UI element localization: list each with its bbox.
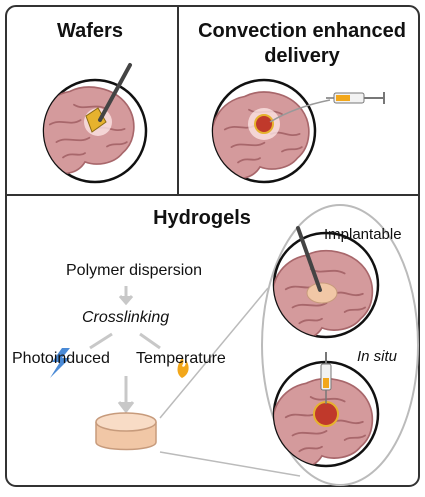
forceps-icon — [98, 63, 132, 122]
flow-arrows — [89, 286, 161, 414]
ced-illustration — [211, 78, 385, 184]
hydrogels-title: Hydrogels — [153, 207, 251, 229]
step-photoinduced: Photoinduced — [12, 350, 110, 367]
hydrogel-disk-icon — [95, 412, 157, 451]
flame-icon — [177, 358, 189, 378]
wafers-illustration — [42, 63, 148, 184]
implantable-label: Implantable — [324, 226, 402, 243]
implantable-illustration — [272, 226, 380, 339]
tumor-icon — [313, 401, 339, 427]
ced-title-line1: Convection enhanced — [198, 20, 406, 42]
zoom-lens — [159, 204, 419, 486]
step-crosslinking: Crosslinking — [82, 309, 170, 326]
in-situ-illustration — [272, 352, 380, 468]
ced-title-line2: delivery — [264, 45, 340, 67]
forceps-icon — [296, 226, 322, 292]
syringe-icon — [326, 92, 385, 104]
catheter-line — [269, 99, 331, 123]
tumor-icon — [254, 114, 274, 134]
outer-frame — [5, 5, 420, 487]
wafers-title: Wafers — [57, 20, 123, 42]
lightning-icon — [50, 348, 70, 378]
in-situ-label: In situ — [357, 348, 398, 365]
implant-icon — [306, 282, 338, 304]
step-temperature: Temperature — [136, 350, 226, 367]
step-polymer-dispersion: Polymer dispersion — [66, 262, 203, 279]
syringe-icon — [320, 352, 332, 404]
